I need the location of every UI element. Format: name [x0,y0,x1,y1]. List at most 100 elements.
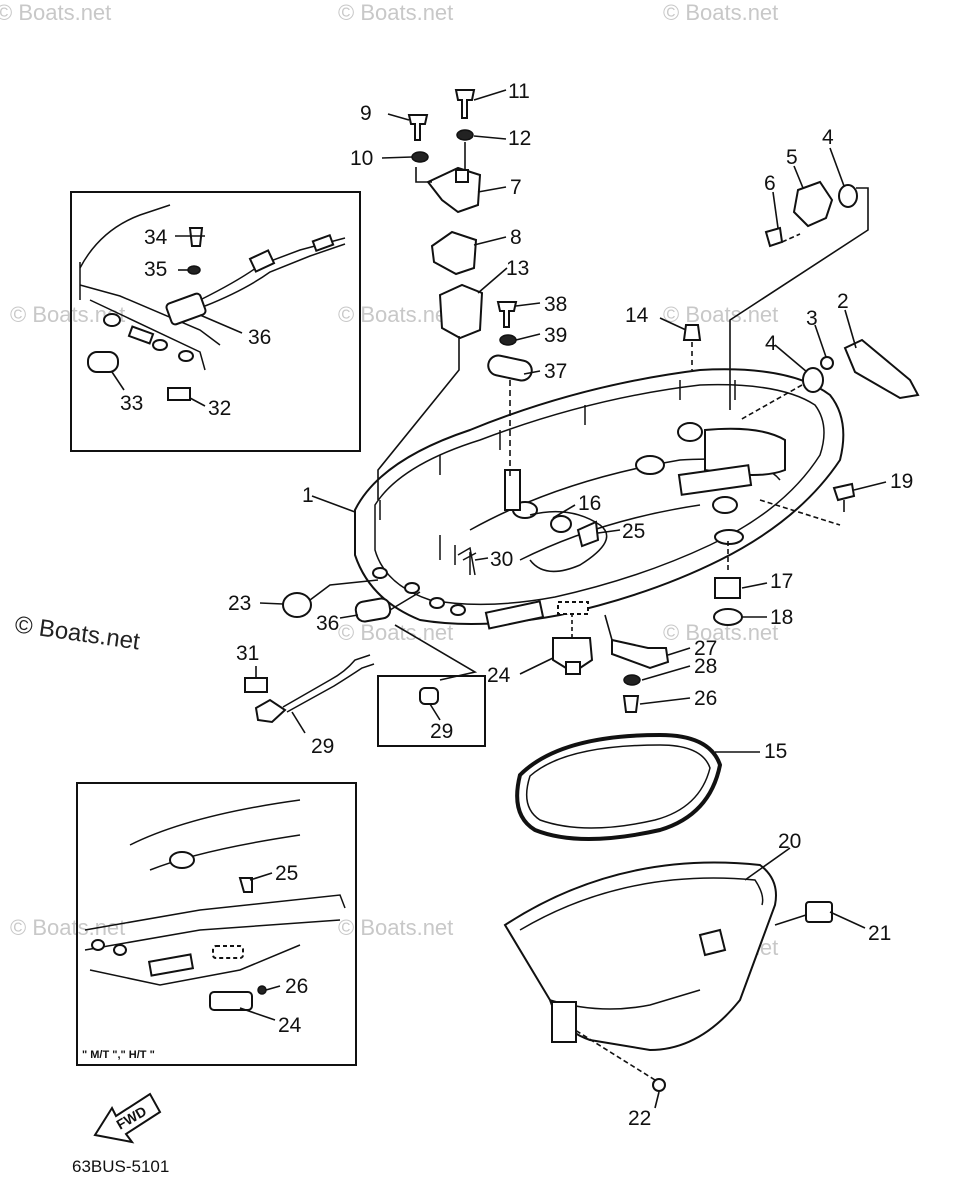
callout-leader [309,579,379,601]
grommet-33 [87,351,119,373]
tie-30 [457,546,477,576]
callout-label-23: 23 [228,592,251,615]
callout-label-34: 34 [144,226,168,249]
grommet-hole [178,350,194,362]
watermark-text: © Boats.net [663,302,778,327]
label-32 [167,387,191,401]
grommet-hole [91,939,105,951]
washer-39 [499,334,517,346]
callout-label-14: 14 [625,304,649,327]
grommet-hole [113,944,127,956]
callout-leader [515,302,541,307]
coupler-36 [165,292,207,326]
inset-frame [70,191,361,452]
side-port [714,529,744,545]
cowling-inner-rim [374,383,825,606]
sensor-cable-29 [286,663,375,713]
watermark-text: © Boats.net [338,620,453,645]
callout-label-15: 15 [764,740,787,763]
grommet-16 [550,515,572,533]
inset-mt-ht-detail: " M/T "," H/T " [76,782,357,1066]
callout-leader [814,324,827,358]
bolt-38 [496,301,518,328]
callout-leader [259,602,284,605]
callout-label-4: 4 [822,126,834,149]
damper-18 [713,608,743,626]
callout-leader [667,647,691,656]
screw-22 [652,1078,666,1092]
callout-leader [519,657,554,675]
slot-opening [212,945,244,959]
callout-label-39: 39 [544,324,567,347]
callout-label-16: 16 [578,492,601,515]
callout-leader [639,697,691,705]
callout-label-36: 36 [248,326,271,349]
clip-25 [576,520,600,548]
bolt-9 [407,114,429,141]
callout-leader [772,191,779,229]
callout-leader [473,135,507,140]
callout-leader [829,147,845,187]
cowling-ribs [379,380,736,520]
callout-leader [739,384,803,421]
forward-direction-arrow: FWD [93,1092,162,1144]
harness-route [529,510,608,573]
grommet-36 [354,597,392,623]
callout-label-17: 17 [770,570,793,593]
callout-leader [759,499,841,526]
seal-inner [525,744,711,829]
callout-label-19: 19 [890,470,913,493]
callout-leader [474,557,489,561]
washer-12 [456,129,474,141]
callout-label-37: 37 [544,360,567,383]
pan-edge-outline [149,834,301,871]
callout-leader [641,665,691,681]
callout-leader [774,914,807,926]
callout-label-33: 33 [120,392,143,415]
callout-label-31: 31 [236,642,259,665]
slot-opening [147,953,195,977]
callout-leader [473,236,507,246]
pan-edge-outline [89,944,301,986]
mount-boss [712,496,738,514]
callout-label-25: 25 [622,520,645,543]
callout-label-10: 10 [350,147,373,170]
callout-leaders [255,89,887,1109]
mount-boss [677,422,703,442]
callout-leader [415,167,432,183]
callout-label-26: 26 [285,975,308,998]
callout-leader [659,317,687,331]
callout-leader [744,847,791,881]
callout-leader [844,309,857,349]
callout-leader [265,985,281,991]
callout-leader [774,344,808,373]
callout-label-11: 11 [508,80,530,103]
callout-leader [829,911,866,929]
callout-leader [523,370,541,375]
lever-5 [792,180,834,228]
connector-plug [311,233,335,253]
callout-label-27: 27 [694,637,717,660]
callout-leader [604,614,613,641]
case-rim [519,877,764,931]
callout-leader [853,481,887,491]
callout-label-9: 9 [360,102,372,125]
watermark-text-large: © Boats.net [13,611,142,655]
callout-leader [389,591,421,611]
callout-label-20: 20 [778,830,801,853]
callout-label-25: 25 [275,862,298,885]
callout-leader [199,314,243,334]
callout-label-8: 8 [510,226,522,249]
watermark-text: © Boats.net [338,302,453,327]
inset-part-29 [377,675,486,747]
inset-frame [76,782,357,1066]
mount-boss [635,455,665,475]
grommet-hole [372,567,388,579]
pan-edge-outline [79,204,171,269]
callout-leader [249,872,273,881]
connector-plug [248,249,276,273]
callout-leader [311,495,356,513]
callout-label-3: 3 [806,307,818,330]
label-31 [244,677,268,693]
